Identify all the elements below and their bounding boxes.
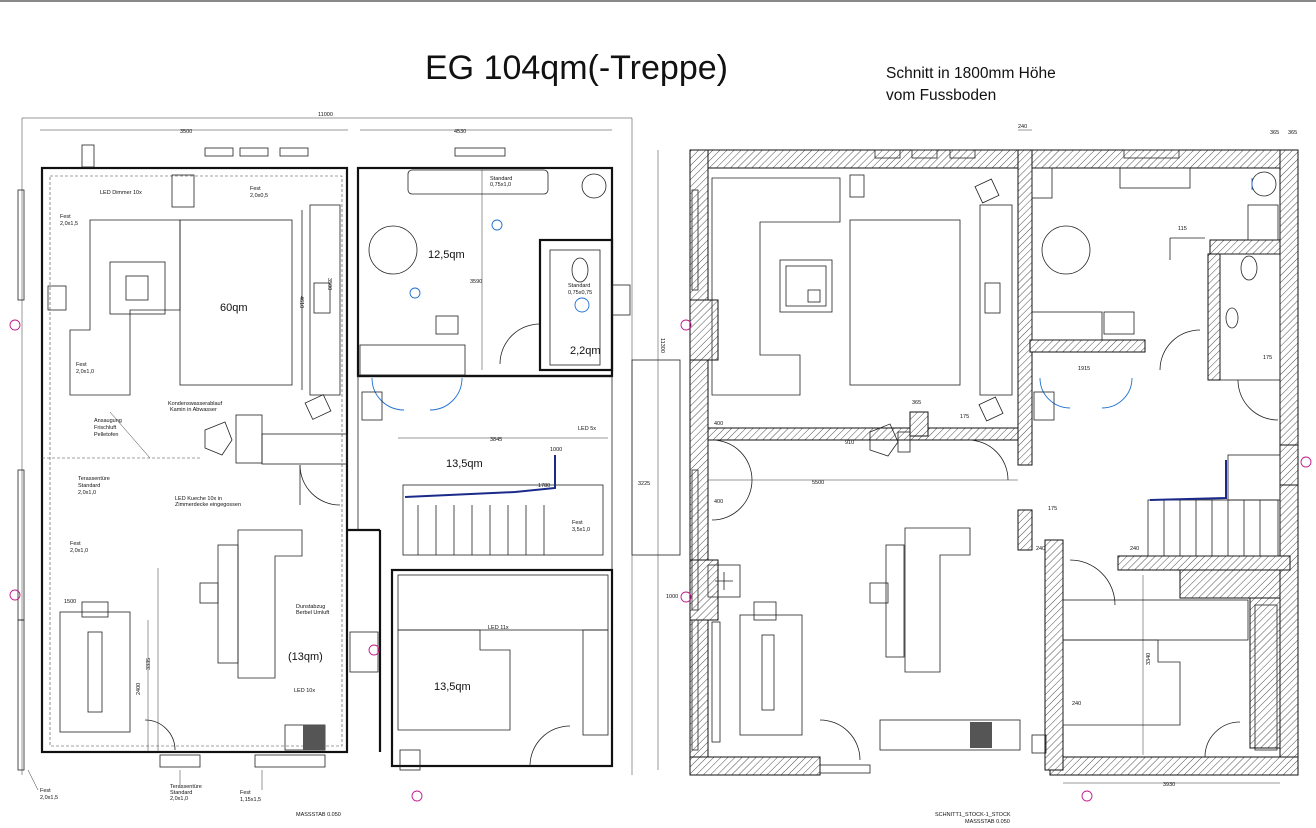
section-note-line1: Schnitt in 1800mm Höhe: [886, 65, 1056, 82]
label-terrasse-b-2: Standard: [170, 790, 192, 796]
dim-r-400b: 400: [714, 499, 723, 505]
dim-height: 11300: [659, 338, 665, 353]
dim-r-3930: 3930: [1163, 782, 1175, 788]
dim-r-240d: 240: [1072, 701, 1081, 707]
dim-r-175c: 175: [1048, 506, 1057, 512]
stair-treads: [417, 505, 545, 555]
dim-3500: 3500: [326, 278, 332, 290]
dim-3225: 3225: [638, 481, 650, 487]
room-wc: 2,2qm: [570, 345, 601, 357]
label-terrasse-a-3: 2,0x1,0: [78, 490, 96, 496]
dim-3590: 3590: [470, 279, 482, 285]
label-fest-d-1: Fest: [70, 541, 81, 547]
section-note-line2: vom Fussboden: [886, 87, 996, 104]
label-fest-b-2: 2,0x1,5: [60, 221, 78, 227]
dim-3845: 3845: [490, 437, 502, 443]
room-office: 12,5qm: [428, 249, 465, 261]
dim-r-175a: 175: [1263, 355, 1272, 361]
label-ansaugung-1: Ansaugung: [94, 418, 122, 424]
label-terrasse-a-2: Standard: [78, 483, 100, 489]
label-fest-b-1: Fest: [60, 214, 71, 220]
label-fest-c-1: Fest: [76, 362, 87, 368]
dim-1000: 1000: [550, 447, 562, 453]
room-living-area: 60qm: [220, 302, 248, 314]
dim-4610: 4610: [298, 296, 304, 308]
dim-r-175b: 175: [960, 414, 969, 420]
label-fest-f-1: Fest: [40, 788, 51, 794]
label-led-kueche-1: LED Kueche 10x in: [175, 496, 222, 502]
label-fest-f-2: 2,0x1,5: [40, 795, 58, 801]
label-standard-a-1: Standard: [490, 176, 512, 182]
dim-r-1915: 1915: [1078, 366, 1090, 372]
label-dunst-2: Berbel Umluft: [296, 610, 330, 616]
label-terrasse-b-3: 2,0x1,0: [170, 796, 188, 802]
dim-r-910: 910: [845, 440, 854, 446]
dim-r-365c: 365: [912, 400, 921, 406]
dim-r-240c: 240: [1130, 546, 1139, 552]
dim-r-400a: 400: [714, 421, 723, 427]
dim-1500: 1500: [64, 599, 76, 605]
dim-left-width: 3500: [180, 129, 192, 135]
label-standard-b-1: Standard: [568, 283, 590, 289]
plan-title: EG 104qm(-Treppe): [425, 49, 728, 87]
dim-r-1000: 1000: [666, 594, 678, 600]
label-ansaugung-3: Pelletofen: [94, 432, 118, 438]
label-led10: LED 10x: [294, 688, 315, 694]
left-plan: 11000 3500 4530 11300: [9, 112, 681, 818]
label-fest-g-1: Fest: [240, 790, 251, 796]
label-ansaugung-2: Frischluft: [94, 425, 117, 431]
label-kondens-2: Kamin in Abwasser: [170, 407, 217, 413]
dim-total-width: 11000: [318, 112, 333, 118]
dim-r-240b: 240: [1036, 546, 1045, 552]
label-led-kueche-2: Zimmerdecke eingegossen: [175, 502, 241, 508]
label-fest-d-2: 2,0x1,0: [70, 548, 88, 554]
dim-r-365b: 365: [1288, 130, 1297, 136]
massstab-right-1: SCHNITT1_STOCK-1_STOCK: [935, 812, 1011, 818]
dim-1780: 1780: [538, 483, 550, 489]
label-fest-g-2: 1,15x1,5: [240, 797, 261, 803]
right-plan: 240 365 365 115 175 1915 365 175 400 910…: [666, 124, 1312, 825]
label-standard-a-2: 0,75x1,0: [490, 182, 511, 188]
room-kitchen: (13qm): [288, 651, 323, 663]
label-led5: LED 5x: [578, 426, 596, 432]
dim-r-3340: 3340: [1146, 653, 1152, 665]
label-fest-a-2: 2,0x0,5: [250, 193, 268, 199]
massstab-left: MASSSTAB 0.050: [296, 812, 341, 818]
dim-r-240a: 240: [1018, 124, 1027, 130]
label-led-dimmer: LED Dimmer 10x: [100, 190, 142, 196]
dim-3335: 3335: [146, 658, 152, 670]
dim-right-width: 4530: [454, 129, 466, 135]
label-terrasse-a-1: Terassentüre: [78, 476, 110, 482]
label-standard-b-2: 0,75x0,75: [568, 290, 592, 296]
dim-r-115: 115: [1178, 226, 1187, 232]
label-terrasse-b-1: Terassentüre: [170, 784, 202, 790]
dim-r-365a: 365: [1270, 130, 1279, 136]
room-bedroom: 13,5qm: [434, 681, 471, 693]
room-stair: 13,5qm: [446, 458, 483, 470]
label-kondens-1: Kondenswasserablauf: [168, 401, 223, 407]
label-dunst-1: Dunstabzug: [296, 604, 325, 610]
dim-r-5500: 5500: [812, 480, 824, 486]
label-fest-a-1: Fest: [250, 186, 261, 192]
dim-2400: 2400: [136, 683, 142, 695]
massstab-right-2: MASSSTAB 0.050: [965, 819, 1010, 825]
label-fest-e-1: Fest: [572, 520, 583, 526]
label-fest-e-2: 3,5x1,0: [572, 527, 590, 533]
label-led11: LED 11x: [488, 625, 509, 631]
label-fest-c-2: 2,0x1,0: [76, 369, 94, 375]
